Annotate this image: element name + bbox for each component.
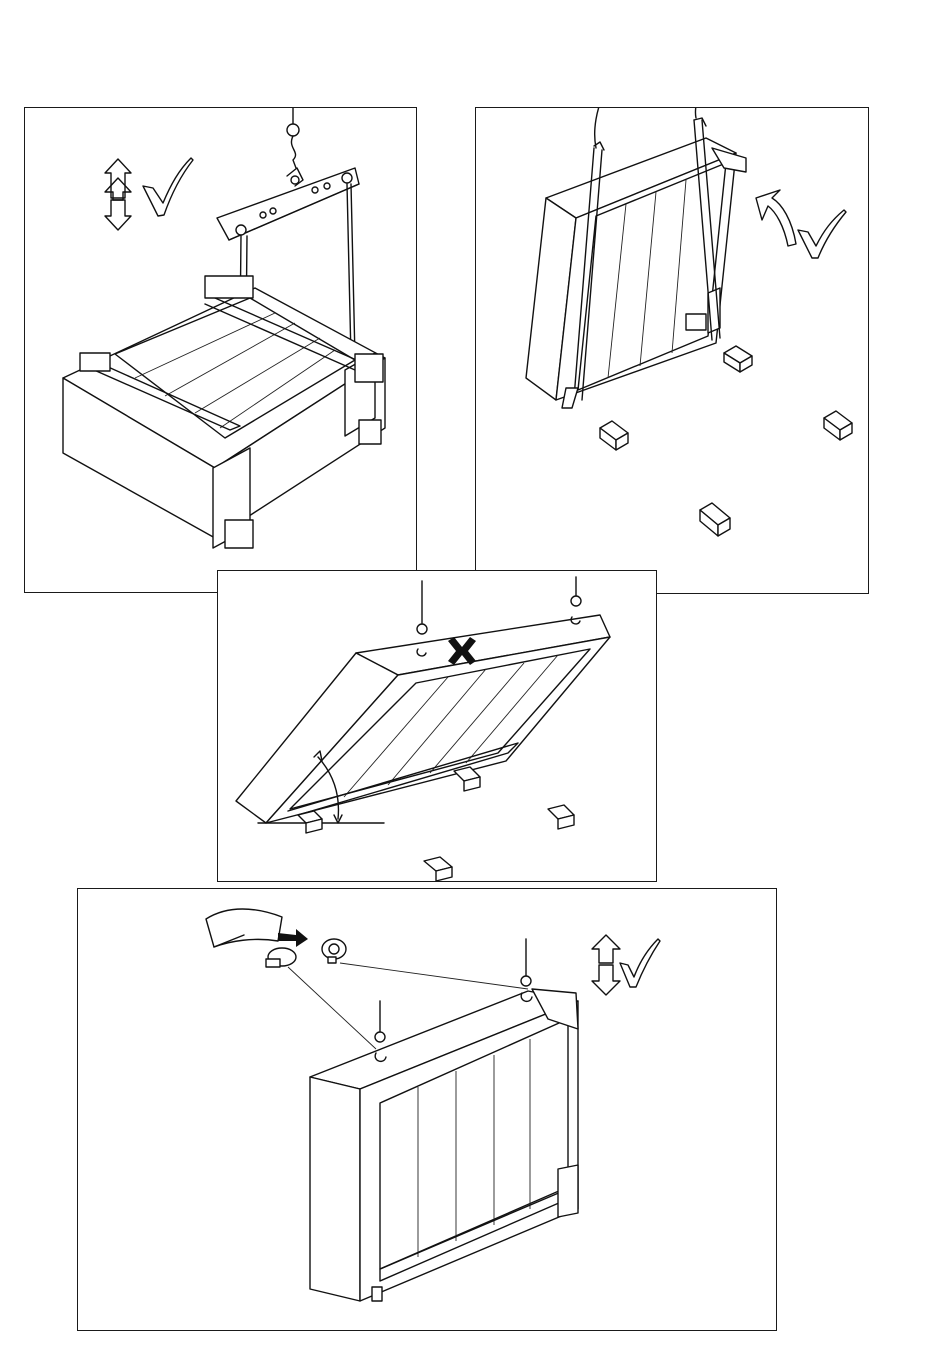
checkmark-icon: [143, 158, 193, 216]
arrow-right-icon: [278, 929, 308, 947]
crate-tilting: [526, 120, 746, 408]
wooden-block: [700, 503, 730, 536]
up-down-arrows-icon: [592, 935, 620, 995]
checkmark-icon: [620, 939, 660, 987]
curved-rotate-arrow-icon: [756, 190, 796, 246]
sling-right: [347, 184, 355, 358]
wooden-block: [600, 421, 628, 450]
wooden-block: [454, 767, 480, 791]
hook-ring: [287, 124, 299, 136]
accessory-bag: [206, 909, 282, 947]
wooden-block: [724, 346, 752, 372]
panel-upright-crate: [77, 888, 777, 1331]
wooden-block: [548, 805, 574, 829]
eyebolt-icon: [322, 939, 346, 963]
panel-lifting-beam: [24, 107, 417, 593]
up-down-arrows-icon: [105, 159, 131, 230]
wooden-block: [298, 811, 322, 833]
wooden-block: [824, 411, 852, 440]
crate-horizontal: [63, 276, 385, 548]
panel-tilting-forbidden: [217, 570, 657, 882]
eyebolt-icon: [266, 948, 296, 967]
crate-upright: [310, 989, 578, 1301]
crate-tilted-by-eyebolts: [236, 615, 610, 823]
panel-strap-tilting: [475, 107, 869, 594]
wooden-block: [424, 857, 452, 881]
checkmark-icon: [798, 210, 846, 258]
